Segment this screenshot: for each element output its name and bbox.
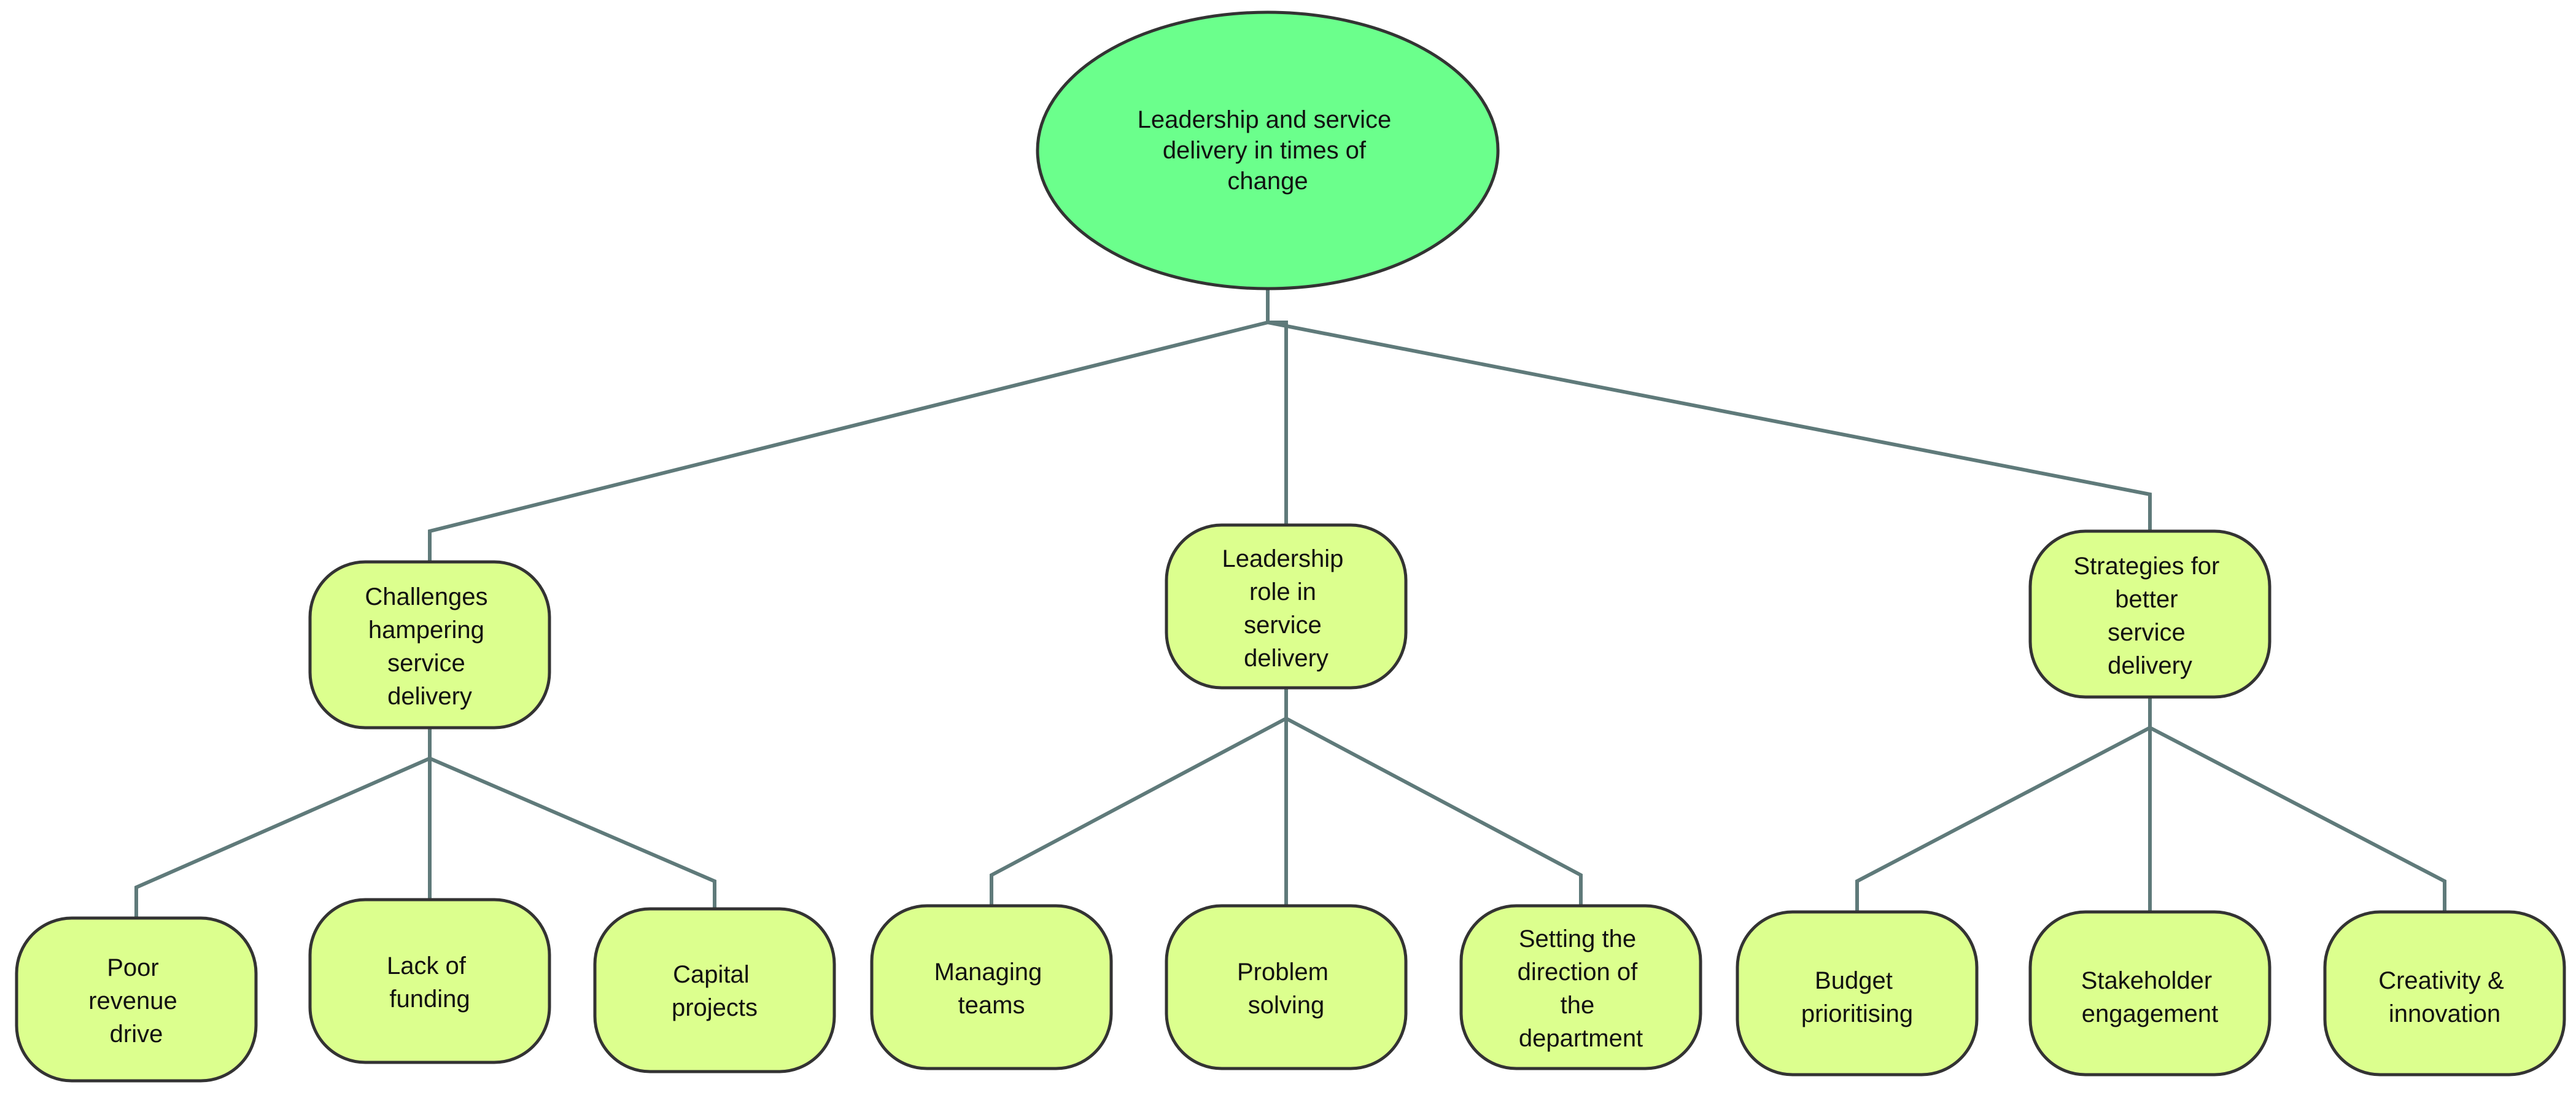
leaf-1-1-line-1: Poor (107, 954, 159, 981)
connectors (134, 289, 2446, 918)
leaf-2-1-box (870, 904, 1113, 1070)
leaf-node-problem-solving: Problem solving (1165, 904, 1408, 1070)
branch-2-line-4: delivery (1244, 645, 1329, 672)
leaf-node-budget-prioritising: Budget prioritising (1736, 910, 1979, 1077)
branch-1-line-4: delivery (387, 683, 472, 710)
svg-text:Managing teams: Managing teams (934, 959, 1049, 1019)
leaf-3-2-line-2: engagement (2082, 1000, 2218, 1027)
leaf-3-1-box (1736, 910, 1979, 1077)
leaf-2-2-line-2: solving (1248, 992, 1325, 1019)
leaf-2-2-line-1: Problem (1237, 959, 1329, 986)
branch-node-leadership-role: Leadership role in service delivery (1165, 523, 1408, 690)
leaf-1-3-line-2: projects (672, 994, 758, 1021)
leaf-2-1-line-2: teams (958, 992, 1025, 1019)
connector-branch-3-child-3 (2148, 697, 2446, 912)
svg-text:Leadership and service d: Leadership and service delivery in times… (1138, 106, 1399, 195)
branch-3-line-3: service (2108, 619, 2186, 646)
svg-text:Poor revenue drive: Poor revenue drive (88, 954, 184, 1048)
connector-branch-1-child-3 (428, 728, 716, 909)
branch-1-line-2: hampering (368, 617, 484, 644)
leaf-3-2-box (2028, 910, 2271, 1077)
leaf-node-capital-projects: Capital projects (593, 907, 836, 1073)
leaf-node-stakeholder-engagement: Stakeholder engagement (2028, 910, 2271, 1077)
connector-root-branch-1 (428, 289, 1270, 562)
leaf-1-3-line-1: Capital (673, 961, 750, 988)
branch-2-line-2: role in (1249, 578, 1316, 605)
branch-3-line-2: better (2115, 586, 2178, 613)
branch-1-box (308, 560, 551, 730)
svg-text:Lack of funding: Lack of funding (387, 952, 473, 1013)
branch-1-line-3: service (387, 650, 465, 677)
connector-branch-2-child-1 (990, 688, 1288, 906)
branch-1-line-1: Challenges (365, 583, 487, 610)
root-label-line-3: change (1227, 168, 1308, 195)
leaf-3-3-line-2: innovation (2389, 1000, 2500, 1027)
branch-2-line-1: Leadership (1222, 545, 1343, 572)
connector-branch-2-child-3 (1284, 688, 1583, 906)
leaf-2-3-line-2: direction of (1518, 959, 1639, 986)
leaf-1-1-box (15, 916, 258, 1083)
svg-text:Leadership role in: Leadership role in service delivery (1222, 545, 1350, 672)
svg-text:Budget prioritising: Budget prioritising (1801, 967, 1913, 1027)
leaf-3-1-line-2: prioritising (1801, 1000, 1913, 1027)
svg-text:Stakeholder engagement: Stakeholder engagement (2081, 967, 2219, 1027)
leaf-node-creativity-innovation: Creativity & innovation (2323, 910, 2566, 1077)
branch-3-line-1: Strategies for (2073, 553, 2219, 580)
leaf-3-2-line-1: Stakeholder (2081, 967, 2212, 994)
leaf-node-lack-of-funding: Lack of funding (308, 898, 551, 1064)
branch-3-box (2028, 529, 2271, 699)
svg-text:Creativity & innovation: Creativity & innovation (2378, 967, 2511, 1027)
leaf-node-poor-revenue-drive: Poor revenue drive (15, 916, 258, 1083)
svg-text:Capital projects: Capital projects (672, 961, 758, 1021)
branch-2-line-3: service (1244, 612, 1322, 639)
leaf-2-3-line-1: Setting the (1519, 925, 1636, 952)
branch-node-strategies: Strategies for better service delivery (2028, 529, 2271, 699)
leaf-1-2-line-1: Lack of (387, 952, 467, 979)
branch-node-challenges: Challenges hampering service delivery (308, 560, 551, 730)
leaf-1-2-box (308, 898, 551, 1064)
leaf-1-1-line-2: revenue (88, 987, 177, 1014)
root-label-line-2: delivery in times of (1163, 137, 1367, 164)
leaf-3-3-box (2323, 910, 2566, 1077)
leaf-1-3-box (593, 907, 836, 1073)
leaf-node-setting-direction: Setting the direction of the department (1459, 904, 1702, 1070)
svg-text:Problem solving: Problem solving (1237, 959, 1335, 1019)
svg-text:Challenges hampering: Challenges hampering service delivery (365, 583, 494, 710)
leaf-node-managing-teams: Managing teams (870, 904, 1113, 1070)
connector-root-branch-3 (1266, 289, 2152, 531)
leaf-2-2-box (1165, 904, 1408, 1070)
leaf-1-1-line-3: drive (110, 1021, 163, 1048)
branch-3-line-4: delivery (2108, 652, 2192, 679)
root-ellipse (1036, 10, 1500, 290)
root-label-line-1: Leadership and service (1138, 106, 1392, 133)
leaf-3-1-line-1: Budget (1815, 967, 1893, 994)
root-node: Leadership and service delivery in times… (1036, 10, 1500, 290)
branch-2-box (1165, 523, 1408, 690)
connector-branch-3-child-1 (1855, 697, 2152, 912)
leaf-2-1-line-1: Managing (934, 959, 1042, 986)
leaf-2-3-box (1459, 904, 1702, 1070)
leaf-2-3-line-4: department (1519, 1025, 1643, 1052)
svg-text:Strategies for better: Strategies for better service delivery (2073, 553, 2226, 679)
leaf-1-2-line-2: funding (389, 986, 470, 1013)
leaf-3-3-line-1: Creativity & (2378, 967, 2504, 994)
connector-branch-1-child-1 (134, 728, 432, 918)
leaf-2-3-line-3: the (1561, 992, 1595, 1019)
svg-text:Setting the direction of: Setting the direction of the department (1518, 925, 1645, 1052)
